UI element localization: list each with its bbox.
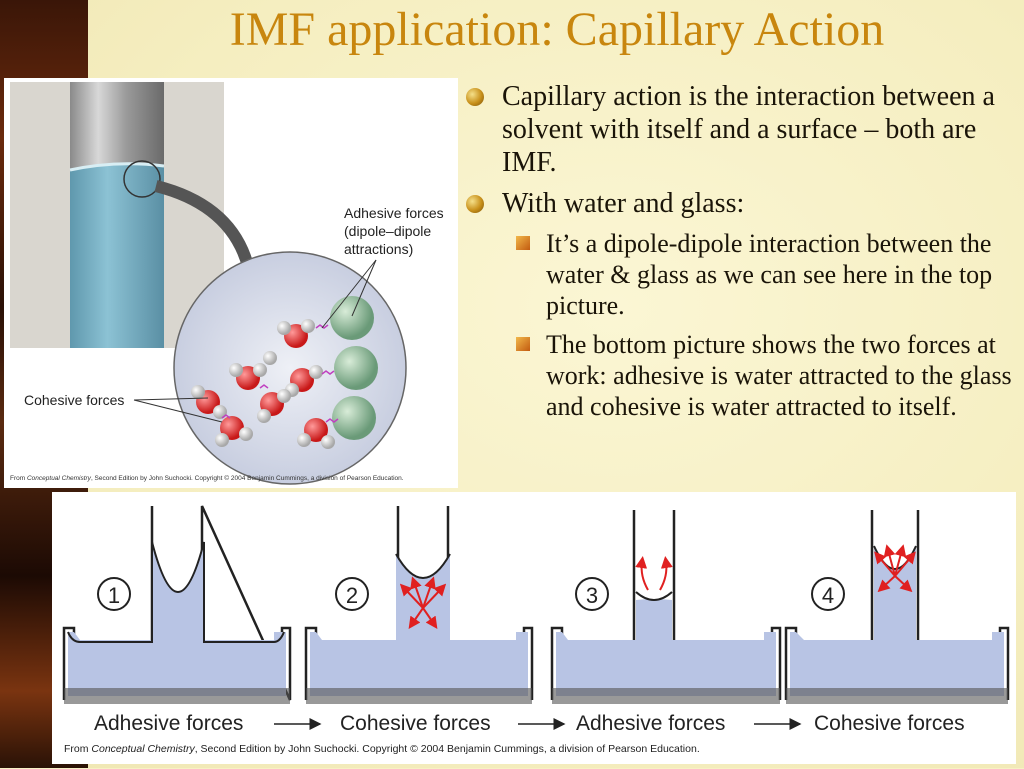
bullet-icon [466,88,484,106]
sub-bullet-item: It’s a dipole-dipole interaction between… [464,228,1019,321]
step-number: 1 [108,583,120,608]
diagram-credit: From Conceptual Chemistry, Second Editio… [64,743,700,755]
step-number: 2 [346,583,358,608]
step-label: Cohesive forces [814,712,965,735]
step-3-panel: 3 [550,510,782,704]
bullet-item: Capillary action is the interaction betw… [464,80,1019,179]
sub-bullet-item: The bottom picture shows the two forces … [464,329,1019,422]
magnify-circle [123,160,161,198]
bullet-list: Capillary action is the interaction betw… [464,80,1019,430]
steps-svg: 1 2 3 [62,505,1010,755]
step-number: 3 [586,583,598,608]
capillary-tube-illustration: Adhesive forces (dipole–dipole attractio… [4,78,458,488]
step-label: Adhesive forces [94,712,243,735]
water-molecules [191,319,335,449]
tube-liquid [70,163,164,348]
adhesive-label-line2: (dipole–dipole [344,223,431,239]
step-label: Cohesive forces [340,712,491,735]
step-label: Adhesive forces [576,712,725,735]
bullet-text: Capillary action is the interaction betw… [502,81,995,178]
bullet-icon [466,195,484,213]
sub-bullet-text: The bottom picture shows the two forces … [546,330,1012,421]
step-1-panel: 1 [62,505,292,704]
sub-bullet-text: It’s a dipole-dipole interaction between… [546,229,993,320]
adhesive-label-line1: Adhesive forces [344,205,444,221]
bullet-text: With water and glass: [502,188,745,219]
sub-bullet-icon [516,337,530,351]
step-number: 4 [822,583,834,608]
step-2-panel: 2 [304,506,534,704]
adhesive-label-line3: attractions) [344,241,413,257]
sub-bullet-icon [516,236,530,250]
tube-molecule-svg: Adhesive forces (dipole–dipole attractio… [10,82,444,485]
step-4-panel: 4 [784,510,1010,704]
capillary-steps-diagram: 1 2 3 [52,492,1016,764]
cohesive-label: Cohesive forces [24,392,124,408]
slide-title: IMF application: Capillary Action [229,3,885,56]
photo-credit: From Conceptual Chemistry, Second Editio… [10,474,404,482]
bullet-item: With water and glass: [464,187,1019,220]
